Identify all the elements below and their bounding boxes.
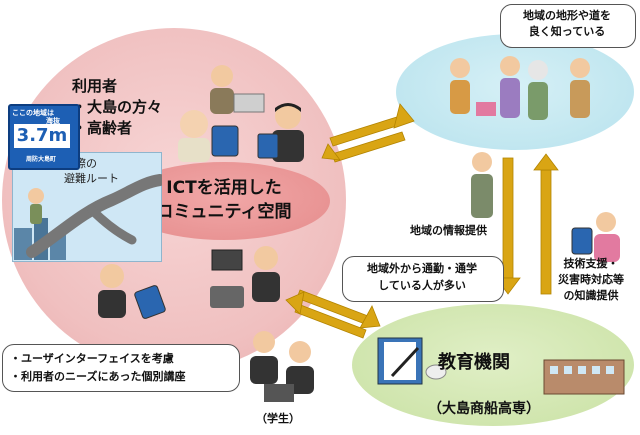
students-label: （学生） [256, 412, 300, 425]
person-icon [30, 204, 42, 224]
terrain-callout-line-2: 良く知っている [528, 25, 606, 38]
hub-elders-arrow [321, 103, 415, 163]
elderly-man-laptop-icon [210, 65, 265, 114]
man-laptop-printer-icon [210, 246, 280, 308]
school-subtitle: （大島商船高専） [428, 401, 540, 417]
feature-custom-courses: ・利用者のニーズにあった個別講座 [10, 370, 186, 383]
hub-school-arrow [285, 289, 381, 339]
hub-title-line-2: コミュニティ空間 [156, 202, 292, 222]
commute-callout-text: 地域外から通勤・通学 している人が多い [342, 260, 502, 294]
terrain-callout [500, 4, 636, 48]
school-building-icon [543, 359, 625, 395]
man-tablet-icon [257, 103, 304, 162]
woman-tablet-icon [98, 264, 166, 319]
elevation-sign-line-2: 海抜 [46, 117, 60, 125]
users-heading: 利用者 [72, 77, 118, 95]
elevation-sign-line-1: ここの地域は [12, 109, 54, 117]
support-line-1: 技術支援・ [563, 257, 619, 270]
hub-title: ICTを活用した コミュニティ空間 [118, 176, 330, 224]
woman-tablet-icon [571, 212, 620, 262]
support-line-3: の知識提供 [563, 289, 619, 302]
support-label: 技術支援・ 災害時対応等 の知識提供 [558, 256, 624, 304]
route-road [26, 174, 162, 258]
students-icon [250, 331, 314, 402]
notebook-pen-icon [377, 337, 447, 385]
up-arrow [533, 153, 559, 295]
commute-line-1: 地域外から通勤・通学 [367, 262, 477, 275]
support-line-2: 災害時対応等 [558, 273, 624, 286]
features-callout [2, 344, 240, 392]
features-callout-text: ・ユーザインターフェイスを考慮 ・利用者のニーズにあった個別講座 [10, 350, 185, 386]
elevation-value-box [14, 124, 70, 148]
route-label-line-2: 避難ルート [64, 172, 119, 185]
terrain-callout-line-1: 地域の地形や道を [523, 9, 611, 22]
feature-ui: ・ユーザインターフェイスを考慮 [10, 352, 174, 365]
school-title: 教育機関 [438, 352, 510, 373]
users-item-elderly: ・高齢者 [72, 119, 133, 137]
info-provision-label: 地域の情報提供 [410, 224, 487, 237]
commute-line-2: している人が多い [378, 279, 466, 292]
users-item-oshima: ・大島の方々 [72, 98, 163, 116]
elevation-value: 3.7m [16, 125, 68, 146]
elderly-woman-tablet-icon [178, 110, 239, 162]
route-road-branch [87, 205, 137, 245]
hub-title-line-1: ICTを活用した [166, 178, 282, 198]
users-list: 利用者 ・大島の方々 ・高齢者 [72, 76, 162, 139]
elevation-sign-place: 周防大島町 [26, 156, 57, 163]
elderly-residents-icon [450, 56, 590, 120]
commute-callout [342, 256, 504, 302]
person-icon [28, 188, 44, 204]
terrain-callout-text: 地域の地形や道を 良く知っている [500, 8, 634, 40]
elderly-man-icon [471, 152, 493, 218]
evacuation-route-map [14, 174, 162, 260]
